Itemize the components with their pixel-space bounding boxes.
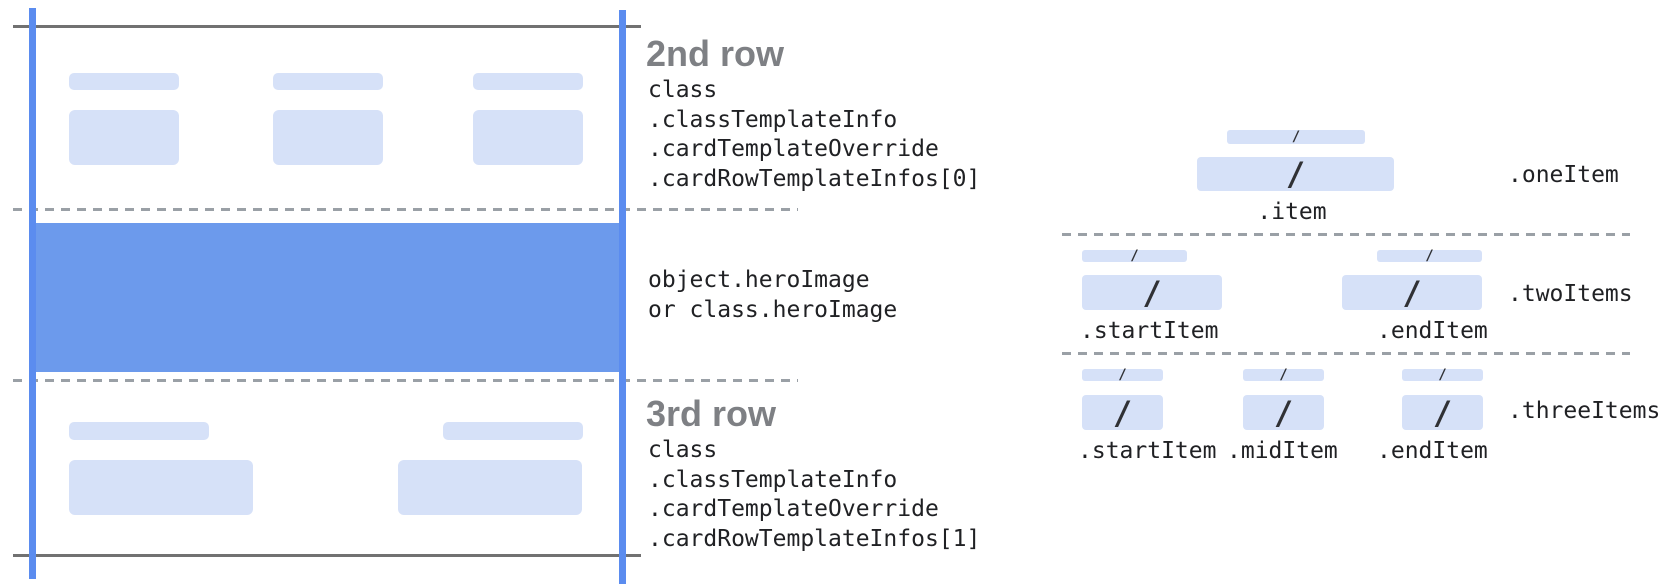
slash-glyph: /: [1402, 273, 1422, 312]
row2-col1-label-placeholder: [69, 73, 179, 90]
row2-heading: 2nd row: [646, 33, 785, 74]
row2-col3-label-placeholder: [473, 73, 583, 90]
one-item-group-label: .oneItem: [1508, 162, 1619, 188]
slash-glyph: /: [1291, 129, 1301, 145]
row2-col1-value-placeholder: [69, 110, 179, 165]
card-top-border-line: [13, 25, 641, 28]
hero-bottom-dashed-divider: [13, 379, 798, 382]
left-margin-guide-line: [29, 8, 36, 579]
slash-glyph: /: [1142, 273, 1162, 312]
code-line: class: [648, 77, 718, 103]
three-items-end-field-label: .endItem: [1377, 438, 1488, 464]
three-items-mid-value-bar: /: [1243, 395, 1324, 430]
slash-glyph: /: [1130, 248, 1139, 264]
two-items-end-field-label: .endItem: [1377, 318, 1488, 344]
row3-col1-value-placeholder: [69, 460, 253, 515]
one-item-label-bar: /: [1227, 130, 1365, 144]
row2-col3-value-placeholder: [473, 110, 583, 165]
slash-glyph: /: [1118, 367, 1127, 383]
two-items-start-value-bar: /: [1082, 275, 1222, 310]
row2-code-path: class .classTemplateInfo .cardTemplateOv…: [648, 76, 980, 194]
three-items-start-value-bar: /: [1082, 395, 1163, 430]
code-line: object.heroImage: [648, 267, 870, 293]
three-items-end-value-bar: /: [1402, 395, 1483, 430]
row3-col2-label-placeholder: [443, 422, 583, 440]
row2-bottom-dashed-divider: [13, 208, 798, 211]
card-wireframe: [13, 8, 798, 584]
hero-image-band: [33, 223, 621, 372]
three-items-start-label-bar: /: [1082, 367, 1163, 383]
row3-col2-value-placeholder: [398, 460, 582, 515]
code-line: .cardRowTemplateInfos[1]: [648, 525, 981, 552]
row3-col1-label-placeholder: [69, 422, 209, 440]
row3-code-path: class .classTemplateInfo .cardTemplateOv…: [648, 436, 980, 554]
slash-glyph: /: [1432, 393, 1453, 432]
item-layouts-panel: / / .item .oneItem / / / / .startItem .e…: [1040, 0, 1676, 584]
one-item-value-bar: /: [1197, 157, 1394, 191]
code-line: .cardRowTemplateInfos[0]: [648, 165, 981, 192]
three-items-group-label: .threeItems: [1508, 398, 1661, 424]
hero-code-path: object.heroImage or class.heroImage: [648, 266, 897, 325]
two-items-start-label-bar: /: [1082, 248, 1187, 264]
code-line: .cardTemplateOverride: [648, 496, 939, 522]
right-margin-guide-line: [619, 10, 626, 584]
two-items-group-label: .twoItems: [1508, 281, 1633, 307]
three-items-end-label-bar: /: [1402, 367, 1483, 383]
slash-glyph: /: [1279, 367, 1288, 383]
code-line: .classTemplateInfo: [648, 106, 898, 133]
two-items-end-value-bar: /: [1342, 275, 1482, 310]
code-line: class: [648, 437, 718, 463]
three-items-mid-field-label: .midItem: [1227, 438, 1338, 464]
row2-col2-label-placeholder: [273, 73, 383, 90]
one-item-field-label: .item: [1257, 199, 1327, 225]
slash-glyph: /: [1285, 155, 1306, 193]
slash-glyph: /: [1425, 248, 1434, 264]
two-items-end-label-bar: /: [1377, 248, 1482, 264]
three-items-mid-label-bar: /: [1243, 367, 1324, 383]
three-items-start-field-label: .startItem: [1078, 438, 1217, 464]
slash-glyph: /: [1273, 393, 1294, 432]
row3-heading: 3rd row: [646, 393, 777, 434]
code-line: .cardTemplateOverride: [648, 136, 939, 162]
one-two-dashed-divider: [1062, 233, 1630, 236]
code-line: .classTemplateInfo: [648, 466, 898, 493]
annotation-column: 2nd row class .classTemplateInfo .cardTe…: [646, 33, 980, 554]
card-bottom-border-line: [13, 554, 641, 557]
slash-glyph: /: [1438, 367, 1447, 383]
row2-col2-value-placeholder: [273, 110, 383, 165]
two-items-start-field-label: .startItem: [1080, 318, 1219, 344]
code-line: or class.heroImage: [648, 296, 898, 323]
slash-glyph: /: [1112, 393, 1133, 432]
two-three-dashed-divider: [1062, 352, 1630, 355]
